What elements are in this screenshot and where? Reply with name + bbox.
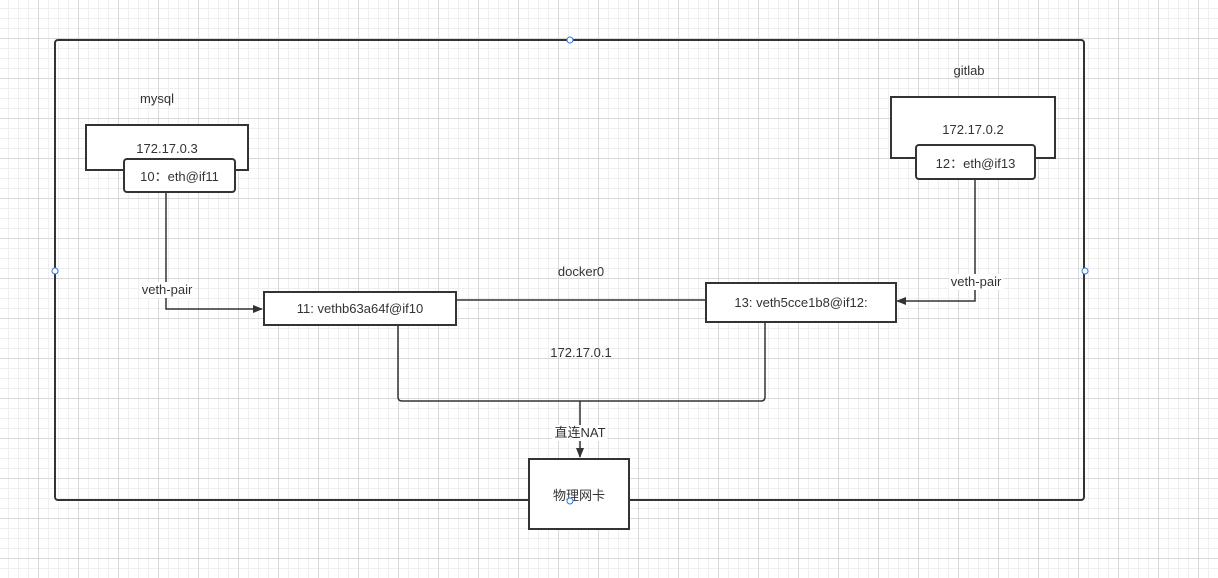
mysql-veth-pair-connector[interactable] — [165, 193, 263, 313]
physical-nic-box[interactable]: 物理网卡 — [528, 458, 630, 530]
gitlab-eth-interface[interactable]: 12：eth@if13 — [915, 144, 1036, 180]
gitlab-veth-pair-connector[interactable] — [896, 179, 976, 305]
docker0-ip-label: 172.17.0.1 — [550, 345, 612, 360]
gitlab-title: gitlab — [953, 63, 985, 78]
mysql-title: mysql — [140, 91, 174, 106]
bridge-ports-connector[interactable] — [397, 322, 766, 402]
selection-handle-top[interactable] — [566, 36, 574, 44]
gitlab-veth-pair-label: veth-pair — [948, 274, 1004, 290]
selection-handle-left[interactable] — [51, 267, 59, 275]
docker0-label: docker0 — [557, 264, 605, 279]
mysql-veth-pair-label: veth-pair — [139, 282, 195, 298]
bridge-port-left[interactable]: 11: vethb63a64f@if10 — [263, 291, 457, 326]
selection-handle-right[interactable] — [1081, 267, 1089, 275]
mysql-eth-interface[interactable]: 10：eth@if11 — [123, 158, 236, 193]
nat-label: 直连NAT — [552, 425, 608, 441]
selection-handle-bottom[interactable] — [566, 497, 574, 505]
bridge-port-right[interactable]: 13: veth5cce1b8@if12: — [705, 282, 897, 323]
